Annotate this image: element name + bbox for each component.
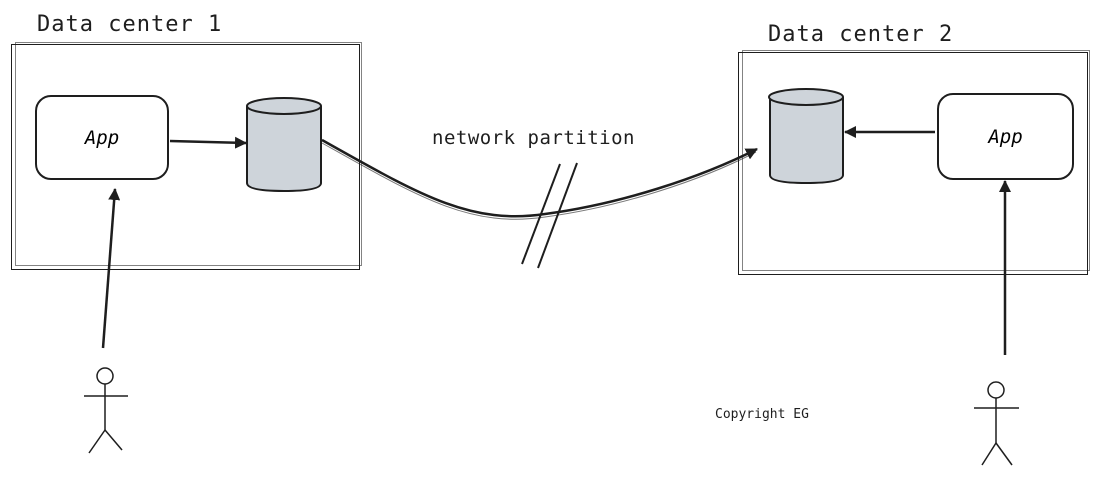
arrow-app1-to-db1 <box>169 136 247 149</box>
network-partition-label: network partition <box>432 127 635 149</box>
app-2-label: App <box>988 125 1023 148</box>
database-1 <box>246 97 322 193</box>
user-1-figure <box>84 367 128 454</box>
copyright-text: Copyright EG <box>715 407 809 422</box>
user-2-figure <box>974 381 1019 466</box>
database-2 <box>768 88 844 185</box>
partition-break-mark <box>521 162 578 269</box>
app-2-box: App <box>937 93 1074 180</box>
app-1-box: App <box>35 95 169 180</box>
replication-link <box>321 138 758 218</box>
app-1-label: App <box>84 126 120 149</box>
arrow-user1-to-app1 <box>101 188 121 349</box>
datacenter-1-title: Data center 1 <box>37 12 223 37</box>
datacenter-2-title: Data center 2 <box>768 22 954 47</box>
